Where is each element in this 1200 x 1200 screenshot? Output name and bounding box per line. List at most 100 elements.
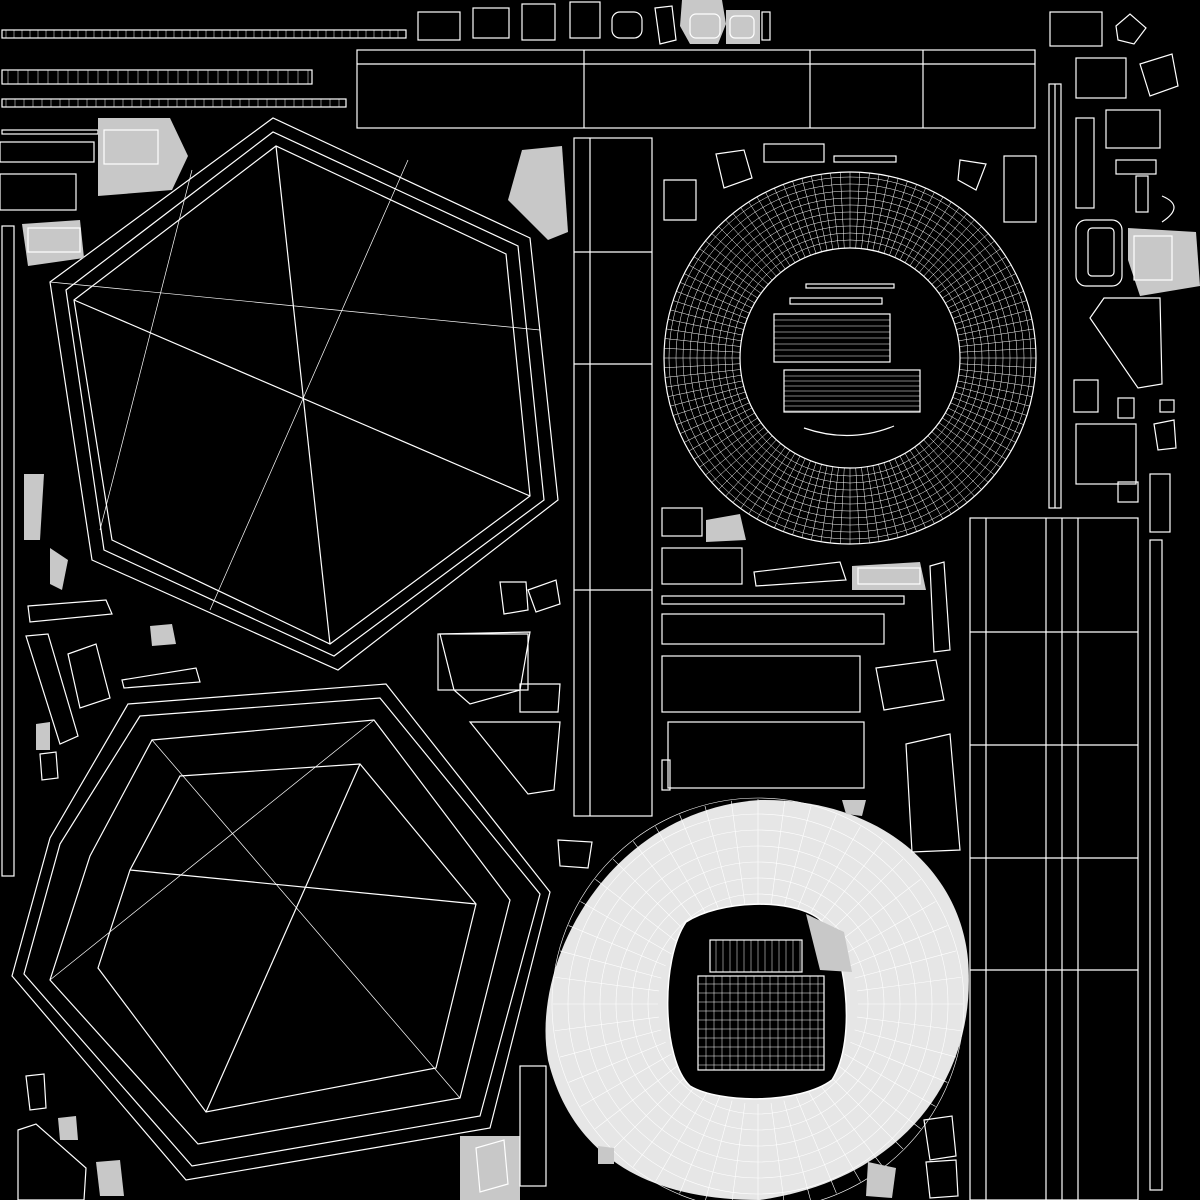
wire-line	[837, 878, 921, 944]
wire-line	[954, 300, 1027, 325]
wire-line	[783, 184, 811, 256]
wire-line	[820, 466, 834, 542]
wire-line	[693, 417, 758, 460]
wire-line	[756, 453, 796, 520]
wire-line	[684, 273, 753, 309]
wire-line	[792, 181, 817, 254]
wire-line	[664, 338, 741, 347]
wire-line	[670, 309, 744, 330]
wire-line	[711, 431, 769, 483]
wire-line	[668, 380, 743, 397]
wire-line	[655, 1090, 709, 1182]
wire-line	[673, 391, 746, 416]
top-strip-ticks	[5, 30, 399, 107]
wire-line	[704, 805, 733, 908]
stadium-disc-bottom	[545, 797, 969, 1200]
wire-line	[945, 264, 1012, 304]
wire-line	[914, 446, 960, 509]
wire-line	[959, 363, 1036, 368]
wire-line	[899, 455, 935, 524]
wire-line	[956, 386, 1030, 407]
wire-line	[801, 178, 822, 252]
wire-line	[688, 264, 755, 304]
wire-line	[770, 800, 786, 905]
wire-line	[699, 422, 762, 468]
wire-line	[927, 435, 982, 490]
wire-line	[811, 176, 828, 251]
wire-line	[711, 233, 769, 285]
wire-line	[959, 348, 1036, 353]
wire-line	[883, 462, 908, 535]
wire-line	[612, 858, 688, 934]
wire-line	[923, 219, 975, 277]
wire-line	[909, 201, 952, 266]
wire-line	[956, 309, 1030, 330]
wire-line	[950, 282, 1021, 314]
wire-line	[850, 1041, 948, 1083]
wire-line	[676, 291, 748, 319]
wire-line	[935, 427, 995, 476]
wire-line	[770, 1103, 785, 1200]
top-small-panels	[417, 0, 771, 45]
wire-line	[666, 374, 742, 388]
wire-line	[959, 369, 1036, 378]
wire-line	[718, 226, 773, 281]
wire-line	[679, 1096, 721, 1194]
wire-line	[861, 172, 870, 249]
wire-line	[783, 460, 811, 532]
wire-line	[559, 1029, 662, 1058]
wire-line	[931, 233, 989, 285]
wire-line	[580, 901, 672, 955]
wire-line	[732, 213, 781, 273]
wire-line	[568, 1041, 666, 1083]
wire-line	[820, 174, 834, 250]
wire-line	[666, 328, 742, 342]
wire-line	[830, 172, 839, 249]
wire-line	[938, 248, 1001, 294]
wire-line	[931, 431, 989, 483]
wire-line	[670, 386, 744, 407]
wire-line	[954, 391, 1027, 416]
vertical-strips	[1, 83, 1163, 1191]
wire-line	[923, 439, 975, 497]
wire-line	[783, 805, 812, 908]
wire-line	[844, 1053, 936, 1107]
wire-line	[857, 1016, 962, 1032]
wire-line	[950, 402, 1021, 434]
wire-line	[942, 256, 1007, 299]
wire-line	[684, 407, 753, 443]
wire-line	[679, 814, 721, 912]
wire-line	[927, 226, 982, 281]
wire-line	[889, 460, 917, 532]
wire-line	[958, 374, 1034, 388]
wire-line	[947, 407, 1016, 443]
wire-line	[878, 178, 899, 252]
wire-line	[679, 402, 750, 434]
wire-line	[559, 950, 662, 979]
wire-line	[840, 172, 845, 249]
wire-line	[866, 466, 880, 542]
wire-line	[554, 1016, 659, 1032]
wire-line	[725, 219, 777, 277]
wire-line	[568, 925, 666, 967]
right-tall-panel	[969, 517, 1139, 1200]
wire-line	[883, 181, 908, 254]
wire-line	[795, 814, 837, 912]
wire-line	[909, 450, 952, 515]
wire-line	[840, 467, 845, 544]
wire-line	[854, 1029, 957, 1058]
wire-line	[693, 256, 758, 299]
wire-line	[899, 192, 935, 261]
wire-line	[830, 467, 839, 544]
wire-line	[699, 248, 762, 294]
wire-line	[872, 176, 889, 251]
wire-line	[857, 976, 962, 992]
wire-line	[740, 446, 786, 509]
stadium-ring-top	[663, 171, 1037, 545]
wire-line	[919, 443, 968, 503]
wire-line	[844, 901, 936, 955]
wire-line	[959, 338, 1036, 347]
wire-line	[765, 192, 801, 261]
wire-line	[894, 458, 926, 529]
